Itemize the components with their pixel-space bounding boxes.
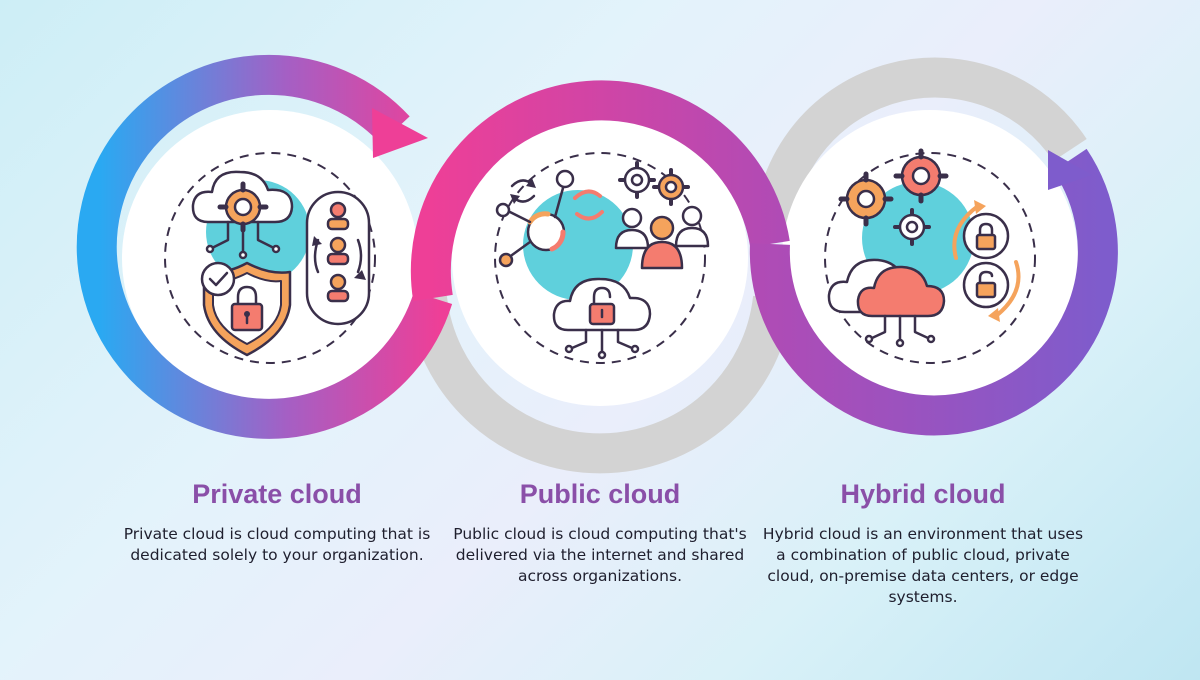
connector-lines-icon [564,328,640,360]
public-cloud-description: Public cloud is cloud computing that's d… [453,525,747,585]
connector-lines-icon [205,220,281,260]
public-cloud-icon [495,161,710,360]
gear-icon [893,148,949,204]
private-cloud-description: Private cloud is cloud computing that is… [123,525,431,564]
lock-cycle-icon [952,200,1021,322]
private-cloud-title: Private cloud [192,479,362,509]
dashed-ring-private [164,152,376,364]
hybrid-cloud-card: Hybrid cloud Hybrid cloud is an environm… [758,478,1088,608]
hybrid-cloud-title: Hybrid cloud [840,479,1006,509]
unlocked-lock-icon [975,270,997,299]
cloud-icon [856,265,946,318]
lock-icon [230,285,264,332]
ring-gray-right-top [752,57,1087,241]
ribbon-arrow [76,54,1118,439]
hybrid-cloud-description: Hybrid cloud is an environment that uses… [762,525,1084,606]
sync-arrows-icon [510,178,536,204]
hybrid-cloud-icon [827,148,1021,348]
ribbon-arrow-head [372,108,428,158]
user-avatar-icon [326,236,350,266]
unlocked-lock-icon [588,286,616,326]
private-cloud-icon [191,170,371,357]
dashed-rings [164,152,1036,364]
public-cloud-title: Public cloud [519,479,681,509]
users-loop-icon [305,190,371,326]
user-avatar-icon [326,273,350,303]
ribbon-left-arc [76,54,453,439]
ring-background [407,57,1087,474]
gear-icon [217,181,269,233]
public-cloud-card: Public cloud Public cloud is cloud compu… [435,478,765,587]
network-hub-icon [495,169,575,268]
lock-icon [975,222,997,251]
check-badge-icon [200,261,236,297]
private-cloud-card: Private cloud Private cloud is cloud com… [112,478,442,566]
user-avatar-icon [326,201,350,231]
gear-icon [893,208,931,246]
gear-icon [618,161,656,199]
dashed-ring-public [494,152,706,364]
ribbon-tail-notch [1048,150,1092,190]
dashed-ring-hybrid [824,152,1036,364]
ribbon-middle-arc [410,80,790,302]
sync-arrows-icon [573,189,604,221]
ring-gray-middle-bottom [407,295,793,474]
ribbon-right-arc [749,148,1118,436]
gear-icon [652,168,690,206]
users-group-icon [614,205,710,270]
gear-icon [838,171,894,227]
connector-lines-icon [864,314,936,348]
